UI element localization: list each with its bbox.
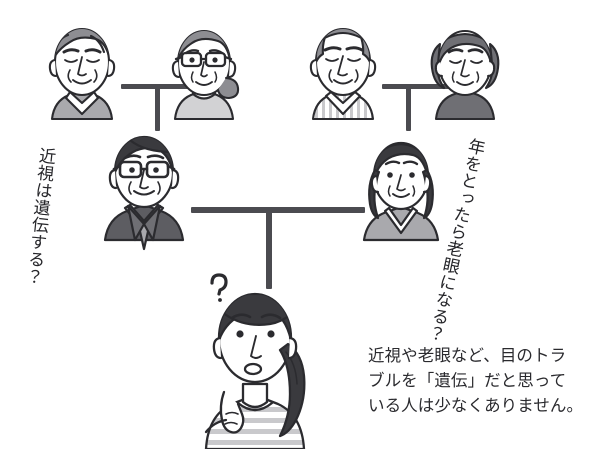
figure-father bbox=[103, 135, 185, 251]
figure-daughter bbox=[204, 273, 306, 449]
glasses-father bbox=[112, 160, 176, 179]
figure-maternal-grandmother bbox=[430, 29, 500, 121]
question-mark-icon bbox=[210, 273, 228, 296]
figure-paternal-grandmother bbox=[171, 29, 240, 121]
figure-mother bbox=[362, 141, 440, 242]
connector-paternal bbox=[121, 84, 194, 131]
figure-maternal-grandfather bbox=[309, 27, 377, 121]
body-paragraph-line-1: 近視や老眼など、目のトラ bbox=[368, 346, 567, 365]
question-mark-dot bbox=[218, 298, 222, 302]
body-paragraph-line-3: いる人は少なくありません。 bbox=[368, 396, 584, 416]
connector-maternal bbox=[382, 84, 455, 131]
body-paragraph-line-2: ブルを「遺伝」だと思って bbox=[368, 371, 567, 391]
connector-parents bbox=[191, 207, 365, 289]
figure-paternal-grandfather bbox=[48, 27, 116, 121]
glasses-paternal-grandmother bbox=[174, 51, 233, 68]
body-paragraph: 近視や老眼など、目のトラ ブルを「遺伝」だと思って いる人は少なくありません。 bbox=[368, 343, 600, 418]
